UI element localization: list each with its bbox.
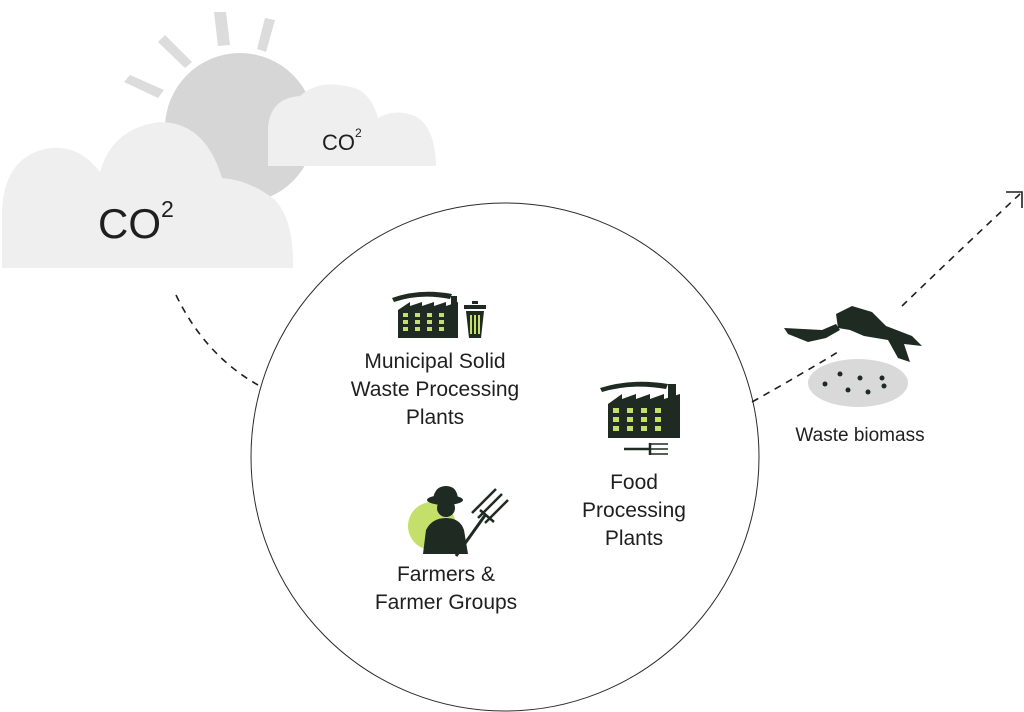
waste-biomass-label: Waste biomass <box>795 425 925 446</box>
dashed-arrow-right <box>751 351 839 403</box>
dashed-arrow-up <box>901 193 1021 307</box>
factory-trash-icon <box>392 291 486 338</box>
municipal-line3: Plants <box>405 406 465 429</box>
municipal-line2: Waste Processing <box>350 378 520 401</box>
food-label: Food Processing Plants <box>554 469 714 553</box>
big-cloud-icon <box>2 122 294 268</box>
co2-small-sup: 2 <box>355 126 362 140</box>
farmers-label: Farmers & Farmer Groups <box>336 561 556 617</box>
source-circle <box>250 202 760 712</box>
farmers-line1: Farmers & <box>396 563 495 586</box>
municipal-label: Municipal Solid Waste Processing Plants <box>315 348 555 432</box>
co2-big-label: CO2 <box>98 196 174 248</box>
factory-fork-icon <box>600 381 680 455</box>
food-line2: Processing <box>582 499 686 522</box>
farmer-icon <box>408 486 509 557</box>
co2-small-base: CO <box>322 130 355 155</box>
biomass-icon <box>784 306 922 407</box>
dashed-arrow-left <box>175 294 259 386</box>
food-line3: Plants <box>604 527 664 550</box>
farmers-line2: Farmer Groups <box>374 591 518 614</box>
arrowhead-icon <box>1006 191 1023 208</box>
food-line1: Food <box>610 471 658 494</box>
co2-big-base: CO <box>98 200 161 247</box>
co2-big-sup: 2 <box>161 196 174 222</box>
sun-rays <box>124 12 275 98</box>
municipal-line1: Municipal Solid <box>364 350 506 373</box>
small-cloud-icon <box>268 84 436 166</box>
co2-small-label: CO2 <box>322 126 362 156</box>
